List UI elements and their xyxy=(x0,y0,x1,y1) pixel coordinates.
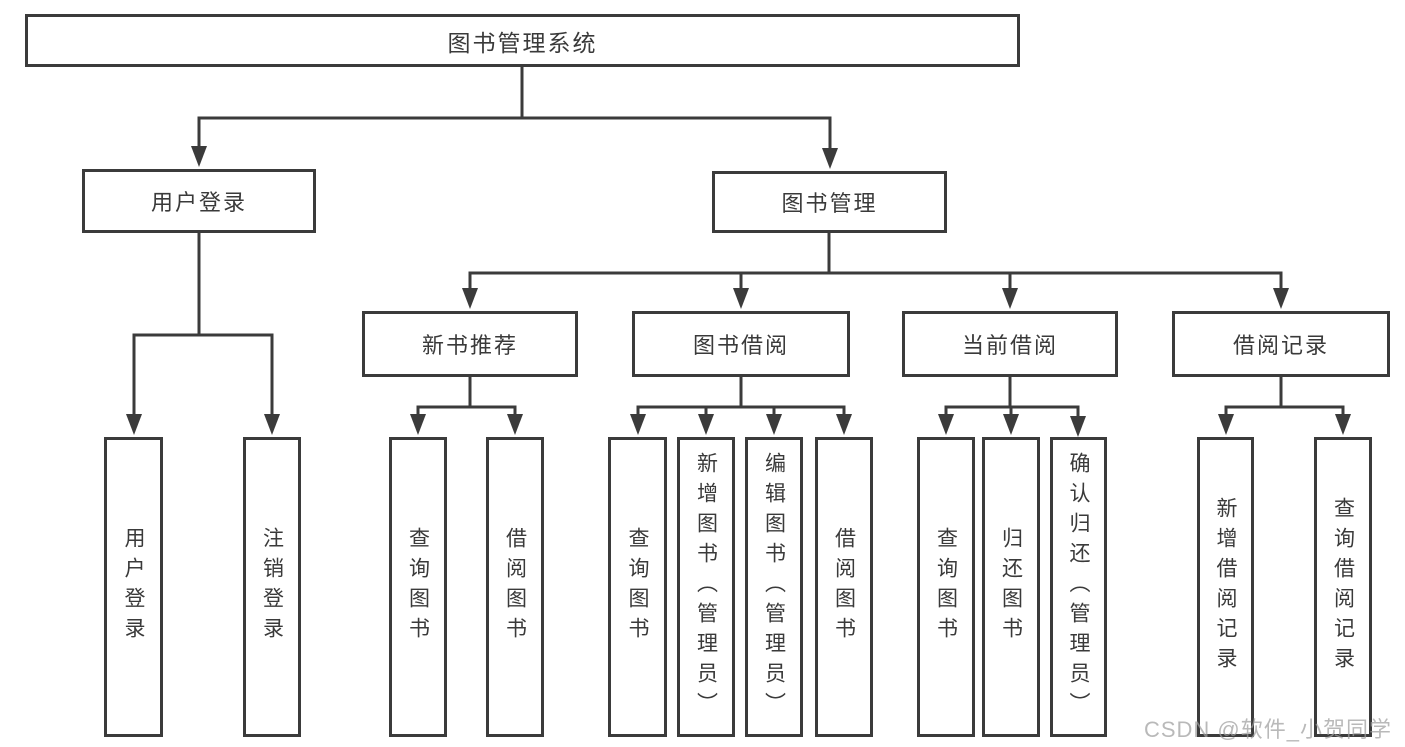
node-root-system: 图书管理系统 xyxy=(25,14,1020,67)
leaf-logout: 注销登录 xyxy=(243,437,301,737)
leaf-add-book-admin-label: 新增图书（管理员） xyxy=(694,452,718,722)
node-current-borrowing: 当前借阅 xyxy=(902,311,1118,377)
leaf-query-book-recommend-label: 查询图书 xyxy=(406,527,430,647)
leaf-borrow-book-recommend-label: 借阅图书 xyxy=(503,527,527,647)
leaf-add-book-admin: 新增图书（管理员） xyxy=(677,437,735,737)
leaf-borrow-book: 借阅图书 xyxy=(815,437,873,737)
edge-user-login-to-leaves xyxy=(126,231,280,435)
leaf-query-book-recommend: 查询图书 xyxy=(389,437,447,737)
node-book-borrowing: 图书借阅 xyxy=(632,311,850,377)
leaf-return-book-label: 归还图书 xyxy=(999,527,1023,647)
leaf-query-borrow-record: 查询借阅记录 xyxy=(1314,437,1372,737)
leaf-borrow-book-recommend: 借阅图书 xyxy=(486,437,544,737)
edge-new-book-recommendation-to-leaves xyxy=(410,375,523,435)
leaf-query-book-borrowing-label: 查询图书 xyxy=(626,527,649,647)
node-book-borrowing-label: 图书借阅 xyxy=(692,333,789,358)
node-book-management: 图书管理 xyxy=(712,171,947,233)
edge-root-to-level2 xyxy=(191,65,838,169)
leaf-query-book-current: 查询图书 xyxy=(917,437,975,737)
node-new-book-recommendation: 新书推荐 xyxy=(362,311,578,377)
edge-current-borrowing-to-leaves xyxy=(938,375,1086,437)
leaf-edit-book-admin: 编辑图书（管理员） xyxy=(745,437,803,737)
leaf-return-book: 归还图书 xyxy=(982,437,1040,737)
node-borrowing-records-label: 借阅记录 xyxy=(1232,333,1329,358)
leaf-edit-book-admin-label: 编辑图书（管理员） xyxy=(762,452,786,722)
leaf-add-borrow-record: 新增借阅记录 xyxy=(1197,437,1254,737)
edge-book-management-to-level3 xyxy=(462,231,1289,309)
leaf-user-login-label: 用户登录 xyxy=(122,527,145,647)
node-user-login: 用户登录 xyxy=(82,169,316,233)
node-current-borrowing-label: 当前借阅 xyxy=(961,333,1058,358)
leaf-borrow-book-label: 借阅图书 xyxy=(832,527,856,647)
leaf-user-login: 用户登录 xyxy=(104,437,163,737)
node-borrowing-records: 借阅记录 xyxy=(1172,311,1390,377)
edge-borrowing-records-to-leaves xyxy=(1218,375,1351,435)
csdn-watermark: CSDN @软件_小贺同学 xyxy=(1143,717,1392,742)
leaf-query-borrow-record-label: 查询借阅记录 xyxy=(1331,497,1355,677)
leaf-logout-label: 注销登录 xyxy=(260,527,284,647)
node-new-book-recommendation-label: 新书推荐 xyxy=(421,333,518,358)
edge-book-borrowing-to-leaves xyxy=(630,375,852,435)
node-root-label: 图书管理系统 xyxy=(447,29,598,56)
leaf-confirm-return-admin-label: 确认归还（管理员） xyxy=(1067,452,1090,722)
leaf-add-borrow-record-label: 新增借阅记录 xyxy=(1214,497,1237,677)
node-book-management-label: 图书管理 xyxy=(781,191,878,216)
leaf-query-book-borrowing: 查询图书 xyxy=(608,437,667,737)
node-user-login-label: 用户登录 xyxy=(150,190,247,215)
leaf-query-book-current-label: 查询图书 xyxy=(934,527,958,647)
leaf-confirm-return-admin: 确认归还（管理员） xyxy=(1050,437,1107,737)
